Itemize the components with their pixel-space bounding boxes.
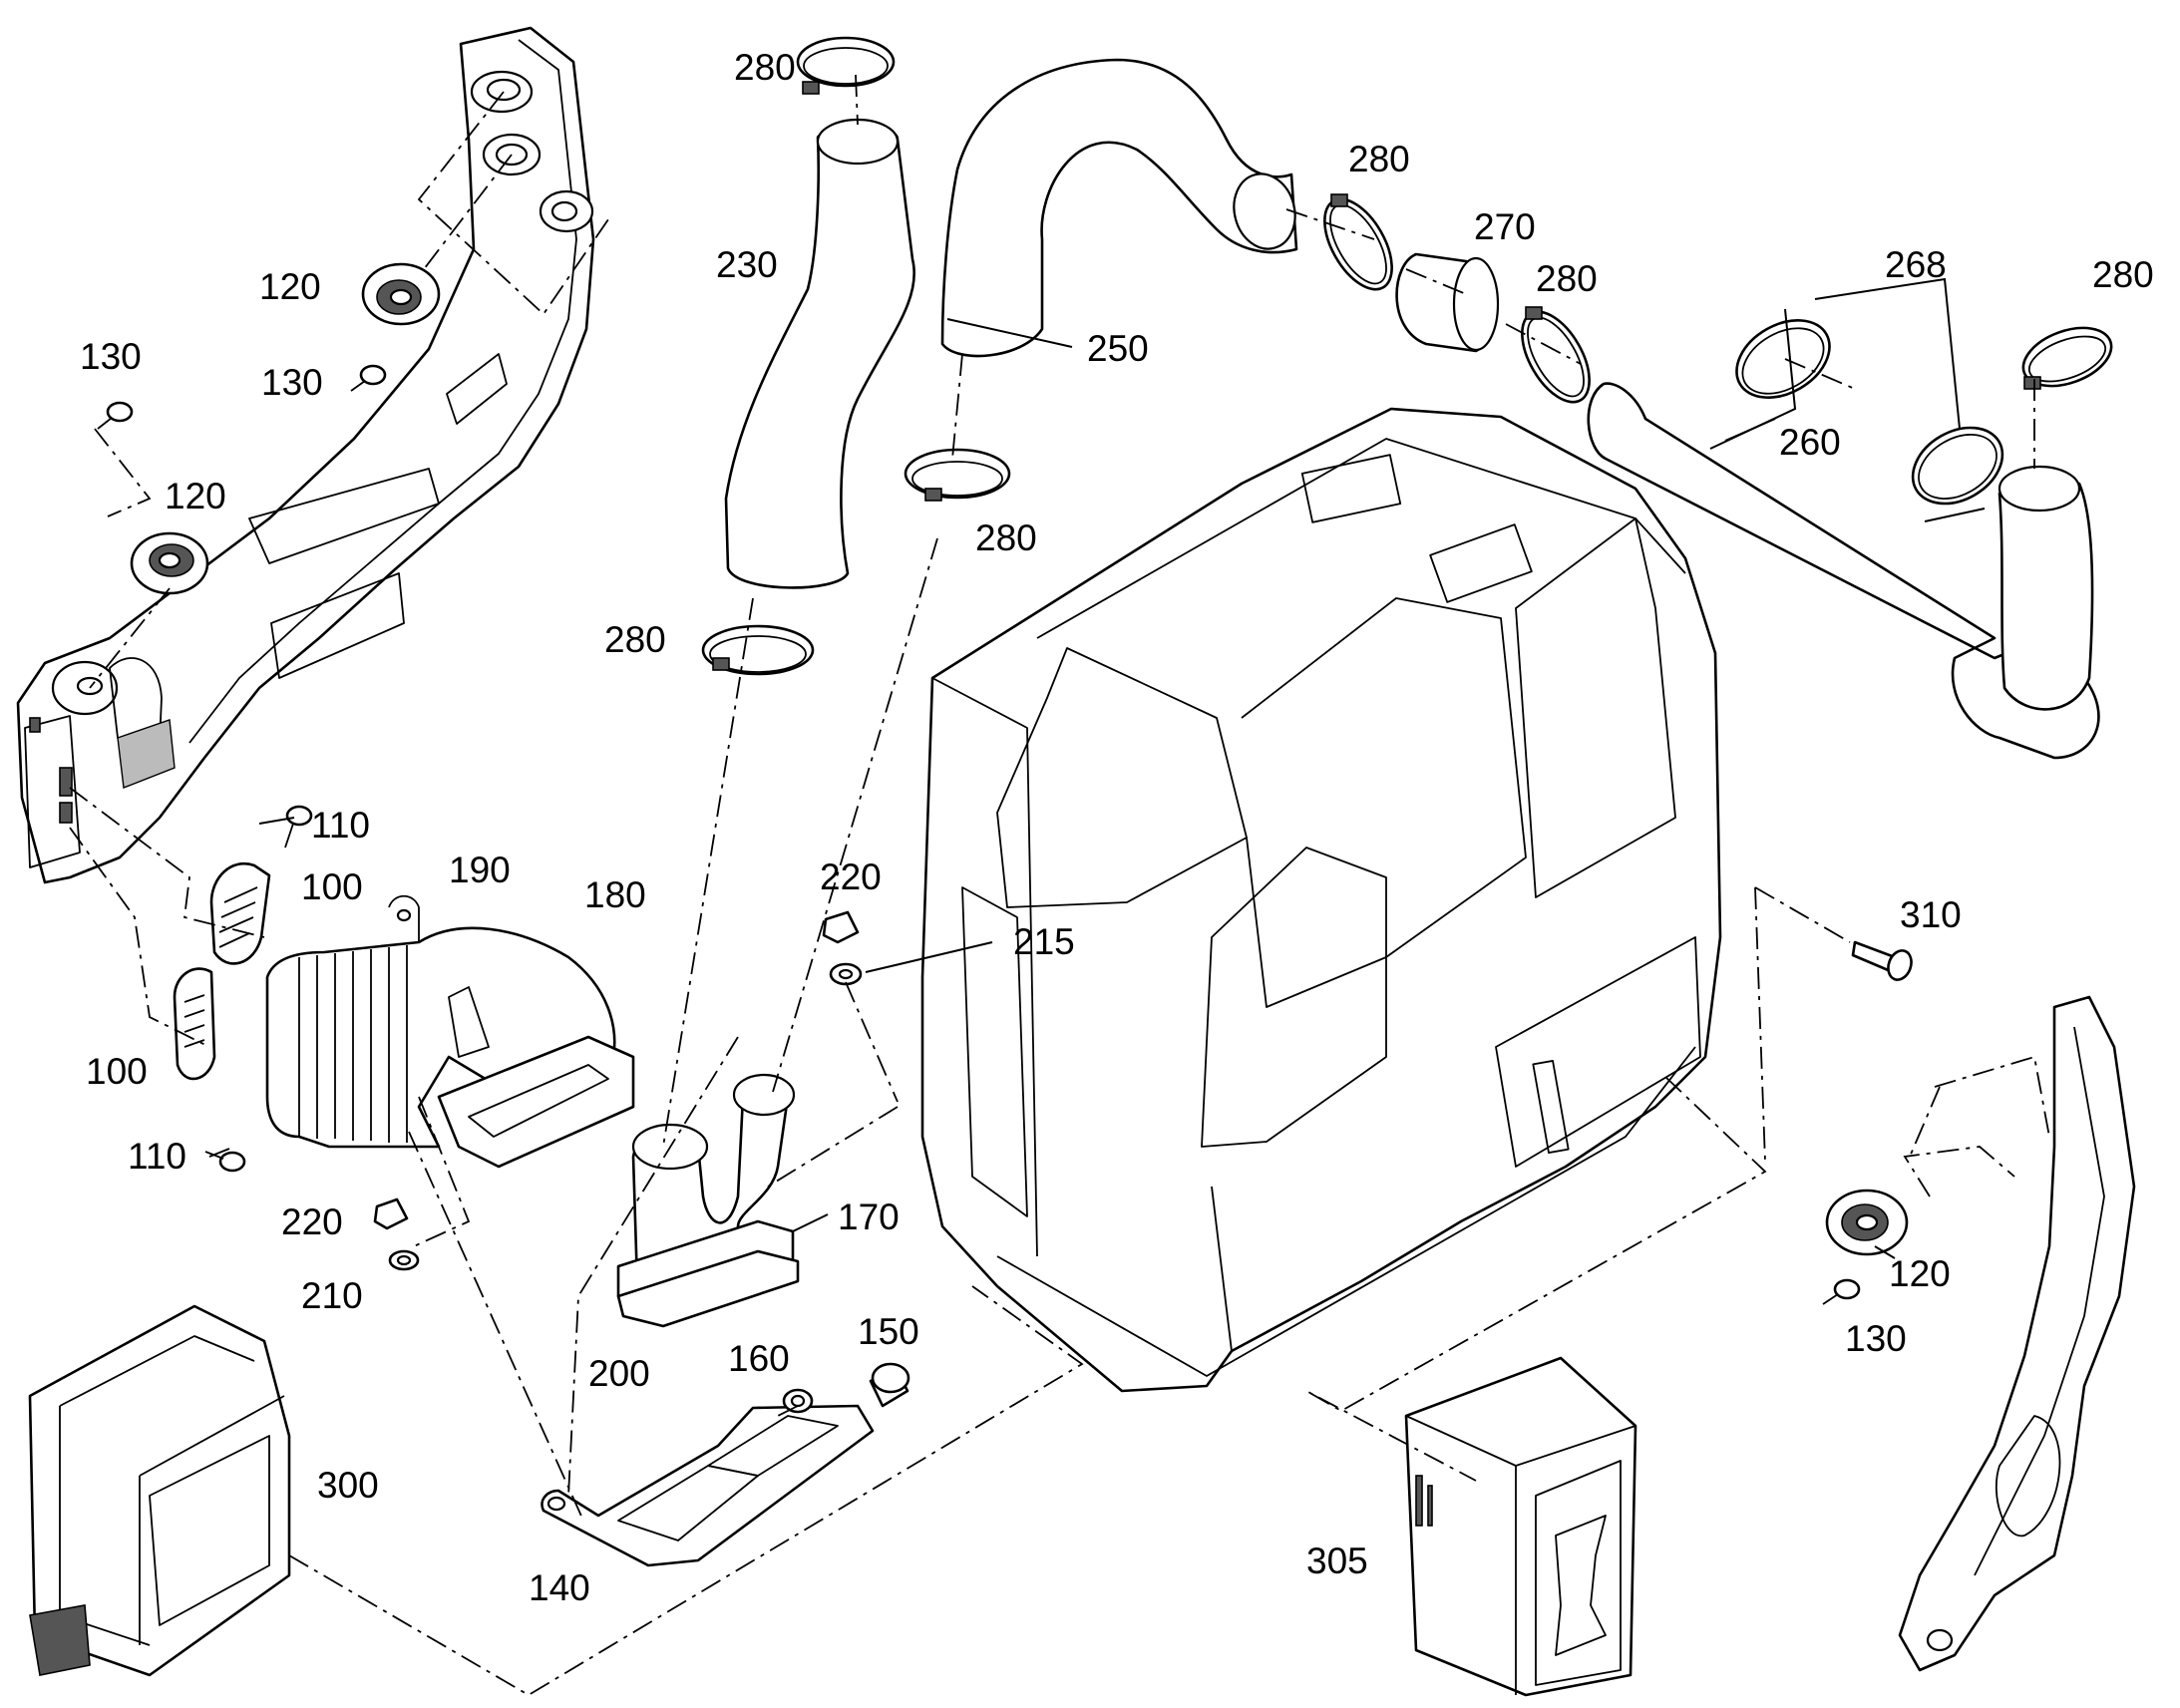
callout-250: 250 bbox=[1087, 328, 1149, 369]
callout-labels: 280 280 280 280 280 280 230 250 270 268 … bbox=[80, 47, 2154, 1608]
bracket-140 bbox=[541, 1404, 875, 1567]
duct-190 bbox=[265, 894, 616, 1149]
left-pillar-duct bbox=[16, 26, 595, 884]
base-180 bbox=[437, 1035, 635, 1169]
assembly-lines bbox=[69, 74, 2050, 1697]
callout-170: 170 bbox=[838, 1196, 900, 1237]
clamp-280-top bbox=[796, 36, 896, 95]
callout-110-b: 110 bbox=[128, 1136, 186, 1177]
callout-140: 140 bbox=[529, 1567, 590, 1608]
unit-300 bbox=[28, 1304, 291, 1677]
callout-310: 310 bbox=[1900, 894, 1962, 935]
washer-210 bbox=[388, 1249, 420, 1271]
callout-120-a: 120 bbox=[259, 266, 321, 307]
callout-305: 305 bbox=[1306, 1540, 1368, 1581]
callout-220-a: 220 bbox=[820, 856, 882, 897]
callout-210: 210 bbox=[301, 1275, 363, 1316]
knob-120-upper bbox=[361, 262, 441, 326]
callout-280-d: 280 bbox=[2092, 254, 2154, 295]
vent-100-upper bbox=[209, 862, 271, 965]
leader-lines bbox=[208, 277, 1986, 1259]
callout-100-b: 100 bbox=[86, 1051, 148, 1092]
callout-270: 270 bbox=[1474, 206, 1536, 247]
nut-220-upper bbox=[822, 910, 860, 944]
cab-frame bbox=[920, 407, 1722, 1393]
screw-130-b bbox=[97, 401, 134, 430]
pipe-260 bbox=[1587, 382, 2100, 760]
callout-220-b: 220 bbox=[281, 1201, 343, 1242]
callout-268: 268 bbox=[1885, 244, 1947, 285]
screw-130-c bbox=[1822, 1278, 1861, 1305]
clamp-268-a bbox=[1735, 319, 1831, 399]
callout-200: 200 bbox=[588, 1353, 650, 1394]
callout-215: 215 bbox=[1013, 921, 1075, 962]
clamp-280-left-hose bbox=[701, 624, 815, 676]
callout-280-f: 280 bbox=[604, 619, 666, 660]
clamp-268-b bbox=[1911, 426, 2004, 506]
callout-110-a: 110 bbox=[311, 805, 370, 846]
gasket-200 bbox=[616, 1249, 800, 1328]
callout-280-a: 280 bbox=[734, 47, 796, 88]
hose-230 bbox=[724, 118, 915, 589]
clamp-280-upper-right-a bbox=[1323, 193, 1393, 291]
bolt-150 bbox=[869, 1362, 910, 1408]
screw-130-a bbox=[350, 364, 387, 392]
unit-305 bbox=[1404, 1356, 1637, 1697]
nut-220-lower bbox=[373, 1197, 409, 1230]
screw-310 bbox=[1851, 940, 1913, 981]
callout-120-c: 120 bbox=[1889, 1253, 1951, 1294]
callout-280-b: 280 bbox=[1348, 139, 1410, 179]
vent-100-lower bbox=[173, 967, 216, 1081]
clamp-280-upper-right-b bbox=[1521, 306, 1591, 404]
callout-180: 180 bbox=[584, 874, 646, 915]
callout-100-a: 100 bbox=[301, 866, 363, 907]
callout-130-c: 130 bbox=[1845, 1318, 1907, 1359]
clamp-280-mid bbox=[904, 448, 1011, 502]
callout-130-a: 130 bbox=[261, 362, 323, 403]
knob-120-right bbox=[1825, 1189, 1909, 1256]
callout-130-b: 130 bbox=[80, 336, 142, 377]
knob-120-left bbox=[130, 531, 209, 595]
callout-280-c: 280 bbox=[1536, 258, 1598, 299]
callout-300: 300 bbox=[317, 1465, 379, 1506]
sleeve-270 bbox=[1395, 252, 1500, 353]
washer-215 bbox=[829, 962, 863, 986]
callout-160: 160 bbox=[728, 1338, 790, 1379]
screw-110-a bbox=[284, 805, 313, 849]
callout-150: 150 bbox=[858, 1311, 919, 1352]
callout-190: 190 bbox=[449, 850, 511, 890]
clamp-280-far-right bbox=[2021, 326, 2113, 390]
hose-250 bbox=[940, 58, 1298, 358]
callout-230: 230 bbox=[716, 244, 778, 285]
callout-280-e: 280 bbox=[975, 517, 1037, 558]
callout-260: 260 bbox=[1779, 422, 1841, 463]
callout-120-b: 120 bbox=[165, 476, 226, 516]
screw-110-b bbox=[204, 1151, 246, 1173]
right-pillar-duct bbox=[1898, 995, 2136, 1672]
washer-160 bbox=[782, 1388, 814, 1414]
